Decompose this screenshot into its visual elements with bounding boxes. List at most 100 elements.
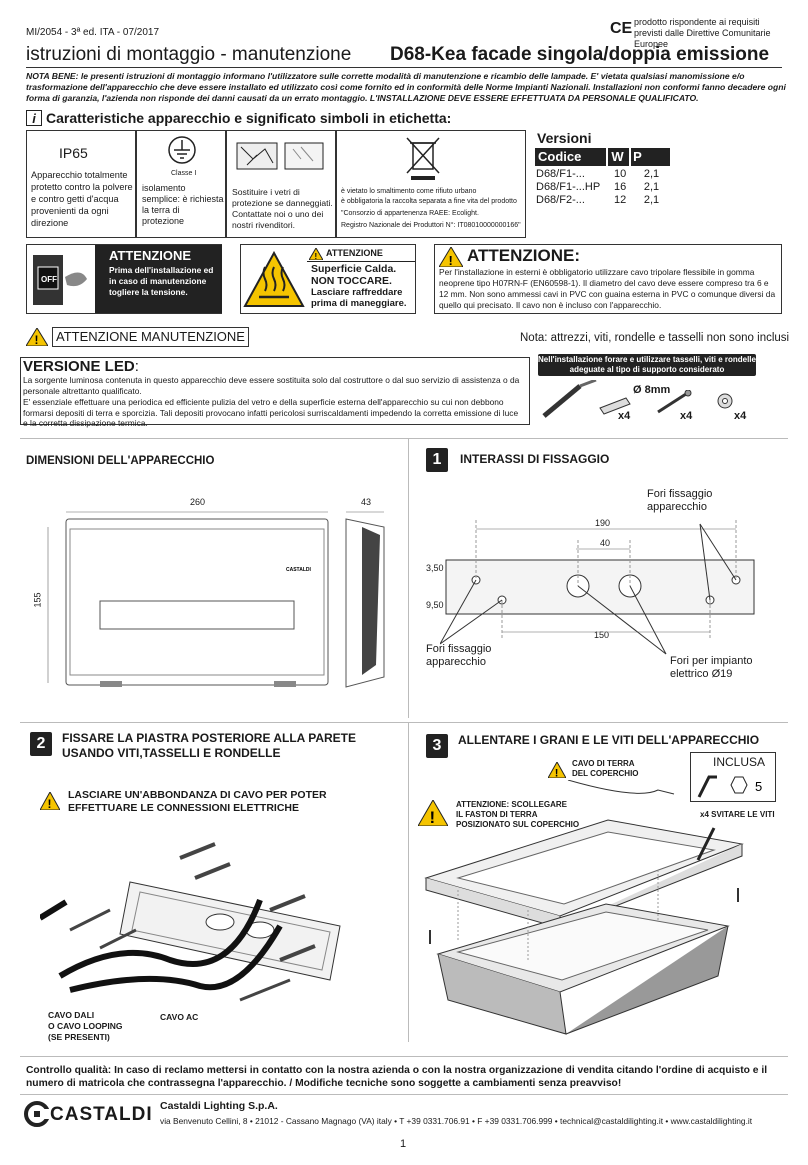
tools-note: Nota: attrezzi, viti, rondelle e tassell… bbox=[520, 332, 790, 344]
warning-cable-text: Per l'installazione in esterni è obbliga… bbox=[439, 267, 776, 310]
version-code: D68/F1-...HP bbox=[536, 181, 601, 193]
ip-text: Apparecchio totalmente protetto contro l… bbox=[31, 170, 133, 228]
maintenance-label: ATTENZIONE MANUTENZIONE bbox=[52, 327, 249, 347]
mid-divider-vertical bbox=[408, 438, 409, 718]
warning-small-icon: ! bbox=[309, 248, 323, 260]
warning-hot-divider bbox=[307, 261, 415, 262]
version-w: 16 bbox=[613, 181, 627, 193]
warning-hot-line1: Superficie Calda. bbox=[311, 263, 397, 275]
led-title: VERSIONE LED: bbox=[23, 358, 139, 375]
raee-line2: è obbligatoria la raccolta separata a fi… bbox=[341, 198, 517, 205]
version-kg: 2,1 bbox=[643, 168, 660, 180]
doc-code: MI/2054 - 3ª ed. ITA - 07/2017 bbox=[26, 27, 160, 38]
castaldi-logo: CASTALDI bbox=[50, 1104, 153, 1125]
cavo-terra-line1: CAVO DI TERRA bbox=[572, 759, 635, 768]
raee-line4: Registro Nazionale dei Produttori N°: IT… bbox=[341, 222, 521, 229]
fixture-brand-mark: CASTALDI bbox=[286, 567, 312, 573]
weee-bin-icon bbox=[406, 137, 440, 180]
raee-line1: è vietato lo smaltimento come rifiuto ur… bbox=[341, 188, 477, 195]
tools-banner: Nell'installazione forare e utilizzare t… bbox=[538, 354, 756, 376]
bottom-divider-vertical bbox=[408, 722, 409, 1042]
svg-text:!: ! bbox=[35, 333, 39, 346]
glass-box: Sostituire i vetri di protezione se dann… bbox=[226, 130, 336, 238]
version-w: 10 bbox=[613, 168, 627, 180]
warning-icon: ! bbox=[439, 247, 463, 267]
dim-40: 40 bbox=[600, 538, 611, 548]
page-number: 1 bbox=[400, 1138, 407, 1150]
step-2-warning-line1: LASCIARE UN'ABBONDANZA DI CAVO PER POTER bbox=[68, 789, 327, 801]
screw-icon bbox=[657, 390, 692, 414]
plug-count: x4 bbox=[618, 410, 631, 422]
drill-bit-icon bbox=[542, 380, 597, 418]
raee-line3: "Consorzio di appartenenza RAEE: Ecoligh… bbox=[341, 210, 479, 217]
hot-surface-icon bbox=[243, 251, 305, 307]
warning-icon: ! bbox=[418, 800, 448, 826]
dim-190: 190 bbox=[595, 518, 611, 528]
step-3-title: ALLENTARE I GRANI E LE VITI DELL'APPAREC… bbox=[458, 733, 760, 747]
ce-text: prodotto rispondente ai requisiti previs… bbox=[634, 17, 771, 49]
classe-box: Classe I isolamento semplice: è richiest… bbox=[136, 130, 226, 238]
fixture-drawing: CASTALDI bbox=[47, 511, 385, 688]
led-paragraph-1: La sorgente luminosa contenuta in questo… bbox=[23, 375, 520, 396]
led-paragraph-2: E' essenziale effettuare una periodica e… bbox=[23, 397, 519, 428]
step-2-title-line1: FISSARE LA PIASTRA POSTERIORE ALLA PARET… bbox=[62, 731, 357, 745]
step-1-title: INTERASSI DI FISSAGGIO bbox=[460, 452, 610, 466]
drill-label: Ø 8mm bbox=[633, 384, 671, 396]
dim-350: 3,50 bbox=[426, 563, 444, 573]
dim-depth: 43 bbox=[361, 497, 372, 507]
cavo-terra-line2: DEL COPERCHIO bbox=[572, 769, 639, 778]
version-kg: 2,1 bbox=[643, 194, 660, 206]
led-title-text: VERSIONE LED bbox=[23, 358, 135, 375]
wall-mount-drawing bbox=[40, 842, 341, 1002]
inclusa-label: INCLUSA bbox=[713, 755, 766, 769]
versions-row: D68/F1-... 10 2,1 bbox=[535, 168, 670, 181]
svg-text:!: ! bbox=[48, 797, 52, 810]
versions-table: Codice W P (Kg) D68/F1-... 10 2,1 D68/F1… bbox=[535, 148, 670, 207]
classe-text: isolamento semplice: è richiesta la terr… bbox=[142, 183, 224, 226]
fori-left-label: Fori fissaggio apparecchio bbox=[426, 643, 492, 668]
step-1-badge: 1 bbox=[426, 448, 448, 472]
warning-hot-line3: Lasciare raffreddare prima di maneggiare… bbox=[311, 287, 407, 309]
warning-power-title: ATTENZIONE bbox=[109, 248, 192, 263]
step-2-warning-line2: EFFETTUARE LE CONNESSIONI ELETTRICHE bbox=[68, 802, 300, 814]
broken-glass-icon bbox=[236, 142, 324, 170]
fixture-open-drawing bbox=[424, 780, 744, 1035]
warning-power-panel: ATTENZIONE Prima dell'installazione ed i… bbox=[95, 245, 222, 313]
ip-box: IP65 Apparecchio totalmente protetto con… bbox=[26, 130, 136, 238]
page-title-left: istruzioni di montaggio - manutenzione bbox=[26, 44, 352, 65]
washer-count: x4 bbox=[734, 410, 747, 422]
quality-note: Controllo qualità: In caso di reclamo me… bbox=[26, 1065, 768, 1089]
mounting-plate-drawing bbox=[440, 520, 755, 655]
warning-hot-title: ATTENZIONE bbox=[326, 248, 383, 258]
versions-header-row: Codice W P (Kg) bbox=[535, 148, 670, 182]
glass-text: Sostituire i vetri di protezione se dann… bbox=[232, 187, 333, 230]
header-divider bbox=[26, 67, 782, 68]
ground-icon bbox=[168, 136, 196, 164]
company-address: via Benvenuto Cellini, 8 • 21012 - Cassa… bbox=[160, 1116, 753, 1126]
fori-electric-label: Fori per impianto elettrico Ø19 bbox=[670, 655, 753, 680]
warning-hot-line2: NON TOCCARE. bbox=[311, 275, 392, 287]
versions-title: Versioni bbox=[537, 130, 592, 146]
step-3-badge: 3 bbox=[426, 734, 448, 758]
version-w: 12 bbox=[613, 194, 627, 206]
tools-box: Nell'installazione forare e utilizzare t… bbox=[538, 354, 756, 430]
step-2-badge: 2 bbox=[30, 732, 52, 756]
version-code: D68/F2-... bbox=[536, 194, 585, 206]
mid-divider-top bbox=[20, 438, 788, 439]
fori-top-label: Fori fissaggio apparecchio bbox=[647, 488, 713, 513]
svg-text:!: ! bbox=[430, 808, 436, 826]
svg-text:!: ! bbox=[555, 768, 559, 779]
characteristics-title: Caratteristiche apparecchio e significat… bbox=[46, 110, 452, 126]
svg-text:!: ! bbox=[449, 253, 453, 267]
dim-150: 150 bbox=[594, 630, 610, 640]
versions-row: D68/F2-... 12 2,1 bbox=[535, 194, 670, 207]
hex-key-icon: 5 bbox=[697, 775, 762, 798]
dim-width: 260 bbox=[190, 497, 206, 507]
wall-plug-icon bbox=[599, 397, 631, 415]
ce-mark: CE bbox=[610, 20, 633, 37]
footer-divider-2 bbox=[20, 1094, 788, 1095]
warning-icon: ! bbox=[26, 328, 48, 346]
scollegare-line2: IL FASTON DI TERRA bbox=[456, 810, 538, 819]
versions-header-w: W bbox=[605, 148, 627, 166]
cavo-dali-line1: CAVO DALI bbox=[48, 1010, 95, 1020]
